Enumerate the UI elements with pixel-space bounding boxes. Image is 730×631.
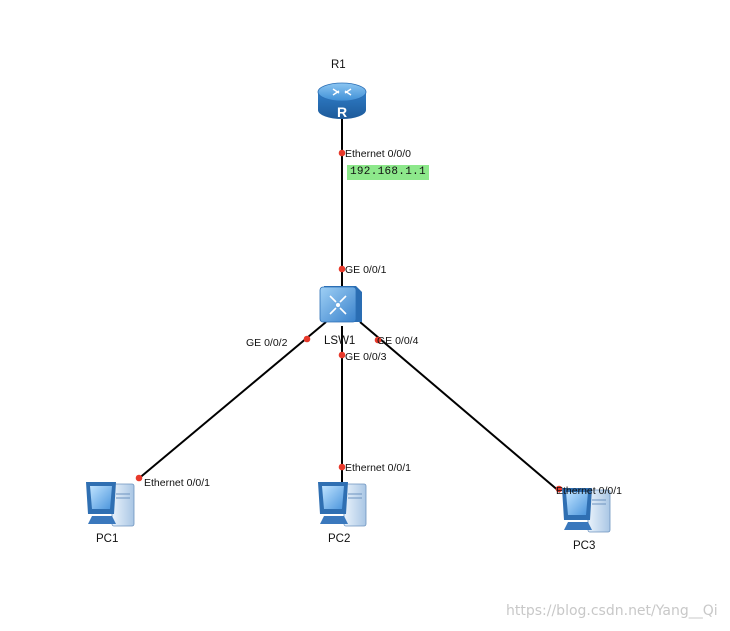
port-label-r1-eth000: Ethernet 0/0/0	[345, 148, 411, 160]
router-r1[interactable]: R	[317, 82, 367, 120]
port-dot-r1-eth000	[338, 149, 346, 157]
link-lsw1-pc3[interactable]	[359, 321, 561, 493]
port-label-lsw1-ge003: GE 0/0/3	[345, 351, 387, 363]
port-dot-lsw1-ge004	[374, 336, 382, 344]
device-label-pc3: PC3	[573, 540, 596, 552]
port-dot-pc1-eth001	[135, 474, 143, 482]
port-label-lsw1-ge004: GE 0/0/4	[377, 335, 419, 347]
pc-icon	[318, 482, 367, 527]
port-dot-lsw1-ge002	[303, 335, 311, 343]
pc-icon	[86, 482, 135, 527]
port-dot-pc2-eth001	[338, 463, 346, 471]
device-label-pc2: PC2	[328, 533, 351, 545]
device-label-lsw1: LSW1	[324, 335, 356, 347]
port-dot-pc3-eth001	[555, 485, 563, 493]
pc-icon	[562, 488, 611, 533]
pc1[interactable]	[86, 482, 135, 527]
device-label-pc1: PC1	[96, 533, 119, 545]
switch-lsw1[interactable]	[319, 286, 362, 323]
port-dot-lsw1-ge003	[338, 351, 346, 359]
ip-address-r1: 192.168.1.1	[347, 165, 429, 180]
port-dots	[135, 149, 563, 493]
port-label-lsw1-ge002: GE 0/0/2	[246, 337, 288, 349]
router-icon: R	[317, 82, 367, 120]
port-label-pc1-eth001: Ethernet 0/0/1	[144, 477, 210, 489]
pc3[interactable]	[562, 488, 611, 533]
svg-text:R: R	[337, 104, 347, 120]
port-label-pc3-eth001: Ethernet 0/0/1	[556, 485, 622, 497]
port-label-lsw1-ge001: GE 0/0/1	[345, 264, 387, 276]
link-lsw1-pc1[interactable]	[136, 321, 327, 481]
port-dot-lsw1-ge001	[338, 265, 346, 273]
device-label-r1: R1	[331, 59, 346, 71]
watermark: https://blog.csdn.net/Yang__Qi	[506, 603, 718, 619]
pc2[interactable]	[318, 482, 367, 527]
port-label-pc2-eth001: Ethernet 0/0/1	[345, 462, 411, 474]
switch-icon	[319, 286, 362, 323]
